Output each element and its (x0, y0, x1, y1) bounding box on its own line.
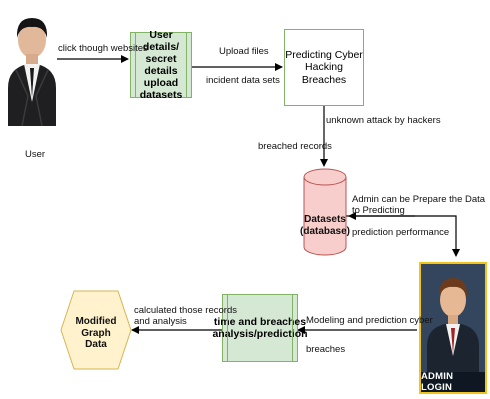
predicting-breaches-box: Predicting Cyber Hacking Breaches (284, 29, 364, 106)
edge-label-incident-data: incident data sets (206, 75, 280, 86)
edge-label-breaches: breaches (306, 344, 346, 355)
edge-label-click-websites: click though websites (58, 43, 148, 54)
user-icon (8, 18, 56, 126)
edge-label-prediction-performance: prediction performance (352, 227, 450, 238)
admin-avatar-icon (421, 264, 485, 372)
modified-graph-hexagon (60, 290, 132, 370)
edge-label-calculated: calculated those records and analysis (134, 305, 237, 327)
admin-login-image: ADMIN LOGIN (419, 262, 487, 394)
modified-graph-label: Modified Graph Data (75, 316, 117, 350)
user-details-box: User details/ secret details upload data… (130, 29, 192, 101)
admin-login-label: ADMIN LOGIN (421, 371, 485, 392)
edge-label-breached-records: breached records (258, 141, 332, 152)
datasets-database-icon (303, 168, 347, 256)
datasets-label: Datasets (database) (300, 214, 351, 237)
edge-label-unknown-attack: unknown attack by hackers (326, 115, 441, 126)
user-label: User (24, 149, 46, 160)
time-breaches-box: time and breaches analysis/prediction (212, 294, 308, 362)
edge-label-upload-files: Upload files (219, 46, 269, 57)
edge-label-modeling-prediction: Modeling and prediction cyber (306, 315, 433, 326)
edge-label-admin-prepare: Admin can be Prepare the Data to Predict… (352, 194, 486, 216)
